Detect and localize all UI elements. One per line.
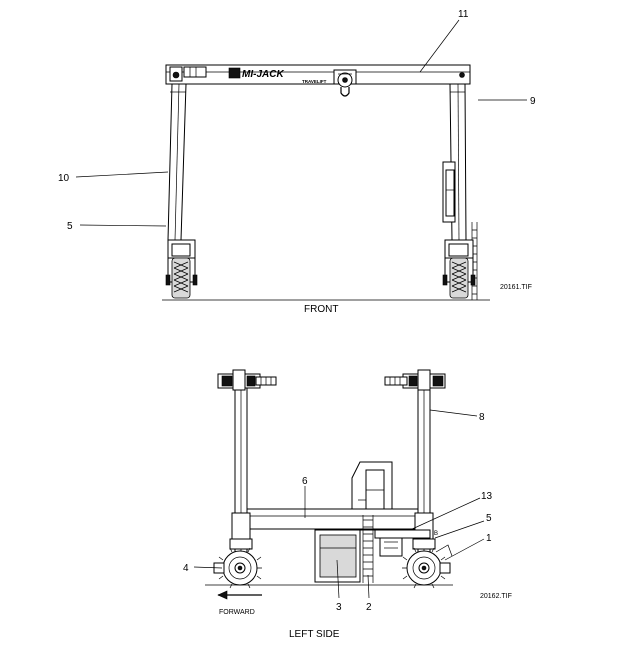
side-file-id: 20162.TIF <box>480 593 512 600</box>
front-view: MI-JACK TRAVELIFT <box>58 9 536 315</box>
side-engine-box <box>314 529 361 583</box>
front-caption: FRONT <box>304 304 338 315</box>
side-ladder <box>362 515 374 583</box>
leader-1 <box>444 538 485 561</box>
callout-9: 9 <box>530 96 536 107</box>
side-front-wheel <box>213 538 262 589</box>
leader-2 <box>367 574 370 599</box>
side-rear-wheel <box>402 538 453 589</box>
plate-letter: B <box>434 531 438 537</box>
front-left-leg <box>167 83 187 241</box>
callout-13: 13 <box>481 491 493 502</box>
front-top-beam <box>165 64 471 97</box>
brand-logo-box <box>228 67 241 79</box>
front-hoist-trolley <box>333 69 357 97</box>
callout-6: 6 <box>302 476 308 487</box>
side-platform <box>374 529 431 557</box>
brand-logo-text: MI-JACK <box>242 69 284 80</box>
side-view: B <box>183 369 512 640</box>
callout-3: 3 <box>336 602 342 613</box>
callout-5-front: 5 <box>67 221 73 232</box>
front-right-wheel <box>442 239 476 299</box>
leader-11 <box>419 19 460 73</box>
leader-4 <box>193 566 223 569</box>
forward-arrow <box>217 590 262 600</box>
callout-10: 10 <box>58 173 70 184</box>
leader-8 <box>429 409 478 417</box>
leader-5-side <box>434 520 485 539</box>
callout-4: 4 <box>183 563 189 574</box>
brand-sub-text: TRAVELIFT <box>302 79 327 84</box>
leader-13 <box>409 497 481 531</box>
leader-10 <box>75 171 169 178</box>
front-left-wheel <box>165 239 198 299</box>
side-caption: LEFT SIDE <box>289 629 340 640</box>
leader-5-front <box>79 224 167 227</box>
callout-8: 8 <box>479 412 485 423</box>
callout-11: 11 <box>458 9 469 20</box>
direction-label: FORWARD <box>219 609 255 616</box>
callout-2: 2 <box>366 602 372 613</box>
leader-3 <box>336 559 340 599</box>
callout-5-side: 5 <box>486 513 492 524</box>
callout-1: 1 <box>486 533 492 544</box>
side-main-frame <box>231 508 434 540</box>
front-file-id: 20161.TIF <box>500 284 532 291</box>
